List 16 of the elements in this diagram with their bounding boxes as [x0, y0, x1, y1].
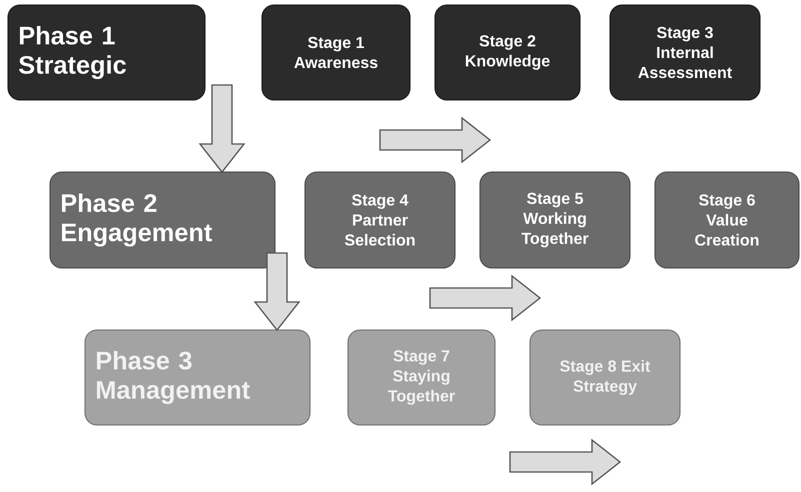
phase-box: Phase 1 Strategic — [7, 4, 206, 101]
stage-box: Stage 8 Exit Strategy — [529, 329, 681, 426]
stage-box: Stage 1 Awareness — [261, 4, 411, 101]
stage-box: Stage 6 Value Creation — [654, 171, 800, 269]
stage-box: Stage 7 Staying Together — [347, 329, 496, 426]
block-arrow — [379, 116, 492, 164]
block-arrow — [198, 84, 246, 174]
phase-box: Phase 3 Management — [84, 329, 311, 426]
block-arrow — [509, 438, 622, 486]
phase-box: Phase 2 Engagement — [49, 171, 276, 269]
stage-box: Stage 3 Internal Assessment — [609, 4, 761, 101]
block-arrow — [429, 274, 542, 322]
stage-box: Stage 4 Partner Selection — [304, 171, 456, 269]
stage-box: Stage 2 Knowledge — [434, 4, 581, 101]
block-arrow — [254, 252, 300, 332]
stage-box: Stage 5 Working Together — [479, 171, 631, 269]
